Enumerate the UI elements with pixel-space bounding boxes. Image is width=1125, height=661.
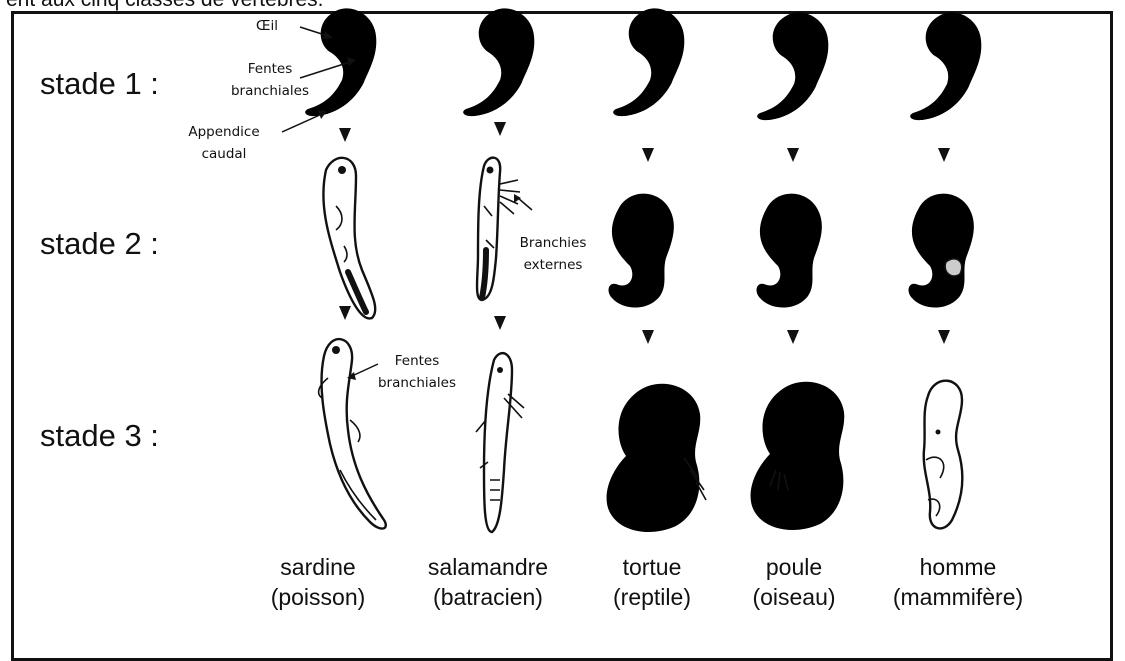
annotation-branchies-line2: externes (508, 254, 598, 276)
poule-stage3-embryo (751, 382, 845, 530)
tortue-stage1-embryo (613, 8, 684, 116)
annotation-fentes-branchiales-3: Fentes branchiales (372, 350, 462, 394)
species-label-homme: homme (mammifère) (858, 552, 1058, 612)
annotation-fentes-branchiales-1: Fentes branchiales (230, 58, 310, 102)
sardine-stage2-embryo (323, 158, 375, 319)
annotation-fentes-1-line2: branchiales (230, 80, 310, 102)
species-class-homme: (mammifère) (858, 582, 1058, 612)
poule-stage2-embryo (757, 194, 822, 308)
poule-stage1-embryo (757, 12, 828, 120)
annotation-branchies-line1: Branchies (508, 232, 598, 254)
salamandre-stage2-embryo (477, 158, 500, 300)
homme-stage1-embryo (910, 12, 981, 120)
tortue-stage3-embryo (607, 384, 701, 532)
tortue-stage2-embryo (609, 194, 674, 308)
annotation-appendice-caudal: Appendice caudal (184, 121, 264, 165)
salamandre-stage1-embryo (463, 8, 534, 116)
annotation-fentes-3-line2: branchiales (372, 372, 462, 394)
annotation-fentes-3-line1: Fentes (372, 350, 462, 372)
annotation-appendice-line1: Appendice (184, 121, 264, 143)
homme-stage2-embryo (909, 194, 974, 308)
sardine-stage1-embryo (305, 8, 376, 116)
embryo-diagram (0, 0, 1125, 639)
annotation-appendice-line2: caudal (184, 143, 264, 165)
annotation-branchies-externes: Branchies externes (508, 232, 598, 276)
annotation-fentes-1-line1: Fentes (230, 58, 310, 80)
salamandre-stage3-embryo (484, 353, 512, 532)
annotation-oeil: Œil (256, 15, 278, 37)
species-name-homme: homme (858, 552, 1058, 582)
homme-stage3-embryo (924, 381, 963, 529)
